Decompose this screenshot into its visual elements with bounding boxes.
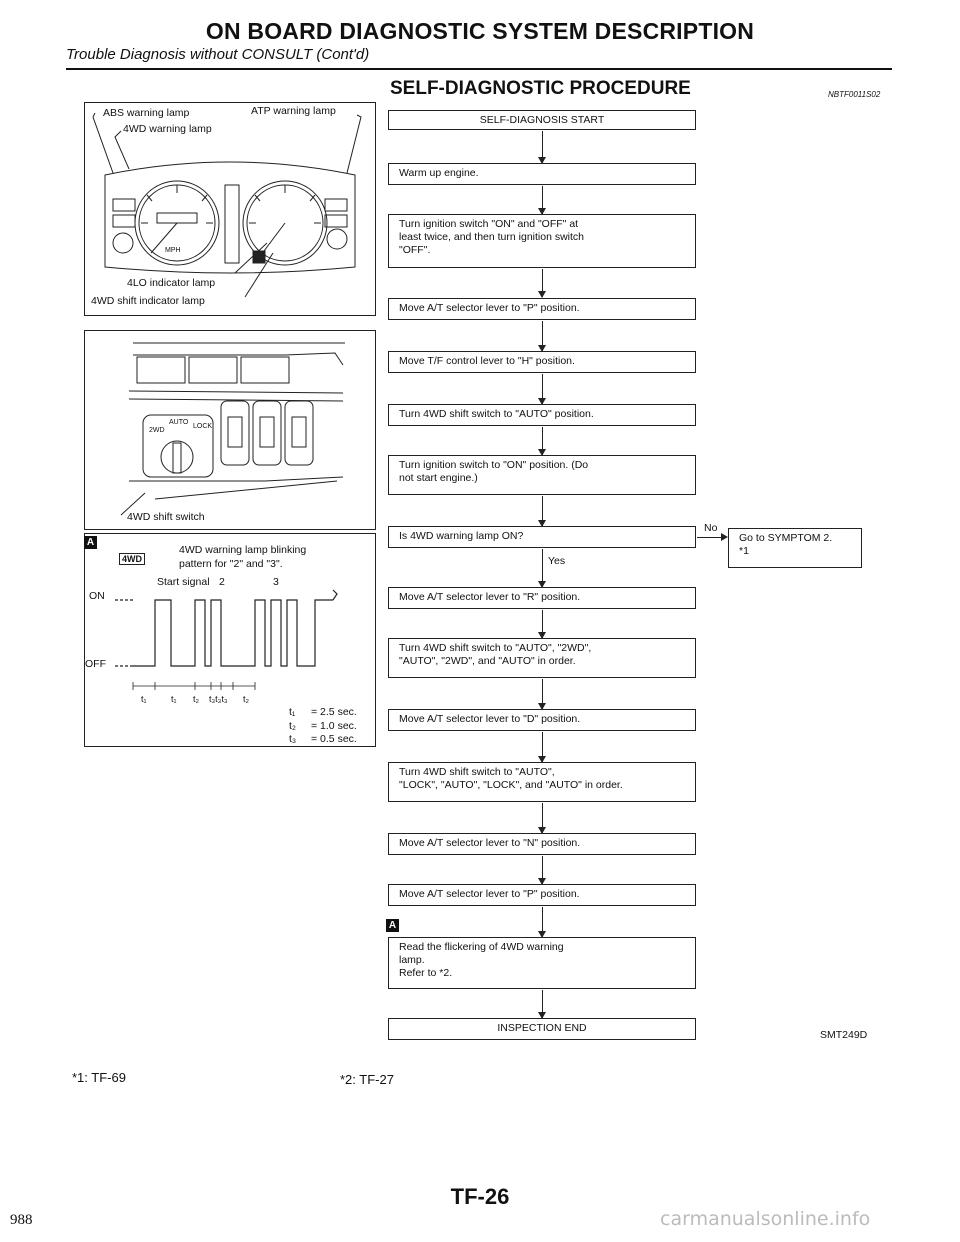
- t-label-2: t₁: [171, 694, 177, 704]
- footnote-1: *1: TF-69: [72, 1070, 126, 1085]
- flow-arrow-15: [538, 990, 546, 1019]
- switch-lock-text: LOCK: [193, 423, 213, 430]
- page-title: ON BOARD DIAGNOSTIC SYSTEM DESCRIPTION: [205, 18, 755, 44]
- shift-switch-panel: 2WD AUTO LOCK 4WD shift switch: [84, 330, 376, 530]
- mph-label: MPH: [165, 247, 181, 254]
- flow-step-switch-2wd-sequence: Turn 4WD shift switch to "AUTO", "2WD","…: [388, 638, 696, 678]
- flow-arrow-2: [538, 186, 546, 215]
- flow-step-warm-up: Warm up engine.: [388, 163, 696, 185]
- flow-start: SELF-DIAGNOSIS START: [388, 110, 696, 130]
- page-subtitle: Trouble Diagnosis without CONSULT (Cont'…: [66, 46, 370, 63]
- flow-step-at-n: Move A/T selector lever to "N" position.: [388, 833, 696, 855]
- count-3-label: 3: [273, 576, 279, 588]
- t-label-3: t₂: [193, 694, 199, 704]
- flow-arrow-10: [538, 679, 546, 710]
- flow-arrow-13: [538, 856, 546, 885]
- timing-t2-name: t₂: [289, 720, 296, 732]
- flow-step-tf-h: Move T/F control lever to "H" position.: [388, 351, 696, 373]
- flow-step-at-d: Move A/T selector lever to "D" position.: [388, 709, 696, 731]
- flow-arrow-3: [538, 269, 546, 298]
- flow-arrow-5: [538, 374, 546, 405]
- flow-badge-a: A: [386, 919, 399, 932]
- section-heading: SELF-DIAGNOSTIC PROCEDURE: [390, 78, 691, 99]
- abs-lamp-label: ABS warning lamp: [103, 107, 190, 119]
- 4wd-shift-indicator-label: 4WD shift indicator lamp: [91, 295, 205, 307]
- 4wd-lamp-label: 4WD warning lamp: [123, 123, 212, 135]
- flow-arrow-1: [538, 131, 546, 164]
- atp-lamp-label: ATP warning lamp: [251, 105, 336, 117]
- flow-arrow-14: [538, 907, 546, 938]
- badge-a: A: [84, 536, 97, 549]
- cluster-drawing: [92, 112, 362, 298]
- switch-auto-text: AUTO: [169, 419, 189, 426]
- header-rule: [66, 68, 892, 70]
- flow-arrow-4: [538, 321, 546, 352]
- 4lo-indicator-label: 4LO indicator lamp: [127, 277, 216, 289]
- count-2-label: 2: [219, 576, 225, 588]
- flow-step-at-p: Move A/T selector lever to "P" position.: [388, 298, 696, 320]
- no-connector: [697, 537, 721, 538]
- flow-arrow-7: [538, 496, 546, 527]
- flow-question-lamp-on: Is 4WD warning lamp ON?: [388, 526, 696, 548]
- timing-t3-name: t₃: [289, 733, 297, 745]
- yes-label: Yes: [548, 555, 566, 567]
- flow-step-at-p-final: Move A/T selector lever to "P" position.: [388, 884, 696, 906]
- on-label: ON: [89, 590, 105, 602]
- flow-step-switch-lock-sequence: Turn 4WD shift switch to "AUTO","LOCK", …: [388, 762, 696, 802]
- 4wd-lamp-icon: 4WD: [119, 553, 145, 565]
- flow-arrow-11: [538, 732, 546, 763]
- switch-drawing: [120, 342, 345, 516]
- page-number: TF-26: [450, 1184, 510, 1209]
- off-label: OFF: [85, 658, 106, 670]
- flow-step-switch-auto: Turn 4WD shift switch to "AUTO" position…: [388, 404, 696, 426]
- flow-step-at-r: Move A/T selector lever to "R" position.: [388, 587, 696, 609]
- footnote-2: *2: TF-27: [340, 1072, 394, 1087]
- blink-waveform: [115, 589, 338, 690]
- blink-desc-line1: 4WD warning lamp blinking: [179, 544, 307, 556]
- flow-arrow-8: [538, 549, 546, 588]
- flow-arrow-12: [538, 803, 546, 834]
- no-arrowhead: [721, 533, 728, 541]
- instrument-cluster-panel: ABS warning lamp ATP warning lamp 4WD wa…: [84, 102, 376, 316]
- flow-arrow-6: [538, 427, 546, 456]
- flow-no-symptom2: Go to SYMPTOM 2.*1: [728, 528, 862, 568]
- watermark: carmanualsonline.info: [660, 1208, 871, 1230]
- 4wd-shift-switch-label: 4WD shift switch: [127, 511, 205, 523]
- blink-pattern-panel: A 4WD 4WD warning lamp blinking pattern …: [84, 533, 376, 747]
- t-label-1: t₁: [141, 694, 147, 704]
- flow-end: INSPECTION END: [388, 1018, 696, 1040]
- reference-code: NBTF0011S02: [828, 90, 881, 99]
- switch-2wd-text: 2WD: [149, 427, 165, 434]
- figure-code: SMT249D: [820, 1029, 868, 1041]
- left-page-index: 988: [10, 1212, 33, 1228]
- timing-t2-value: = 1.0 sec.: [311, 720, 357, 732]
- start-signal-label: Start signal: [157, 576, 210, 588]
- timing-t1-name: t₁: [289, 706, 296, 718]
- flow-arrow-9: [538, 610, 546, 639]
- t-label-4: t₃t₃t₃: [209, 694, 228, 704]
- no-label: No: [704, 522, 718, 534]
- t-label-5: t₂: [243, 694, 249, 704]
- flow-step-ignition-on: Turn ignition switch to "ON" position. (…: [388, 455, 696, 495]
- blink-desc-line2: pattern for "2" and "3".: [179, 558, 283, 570]
- timing-t1-value: = 2.5 sec.: [311, 706, 357, 718]
- timing-t3-value: = 0.5 sec.: [311, 733, 357, 745]
